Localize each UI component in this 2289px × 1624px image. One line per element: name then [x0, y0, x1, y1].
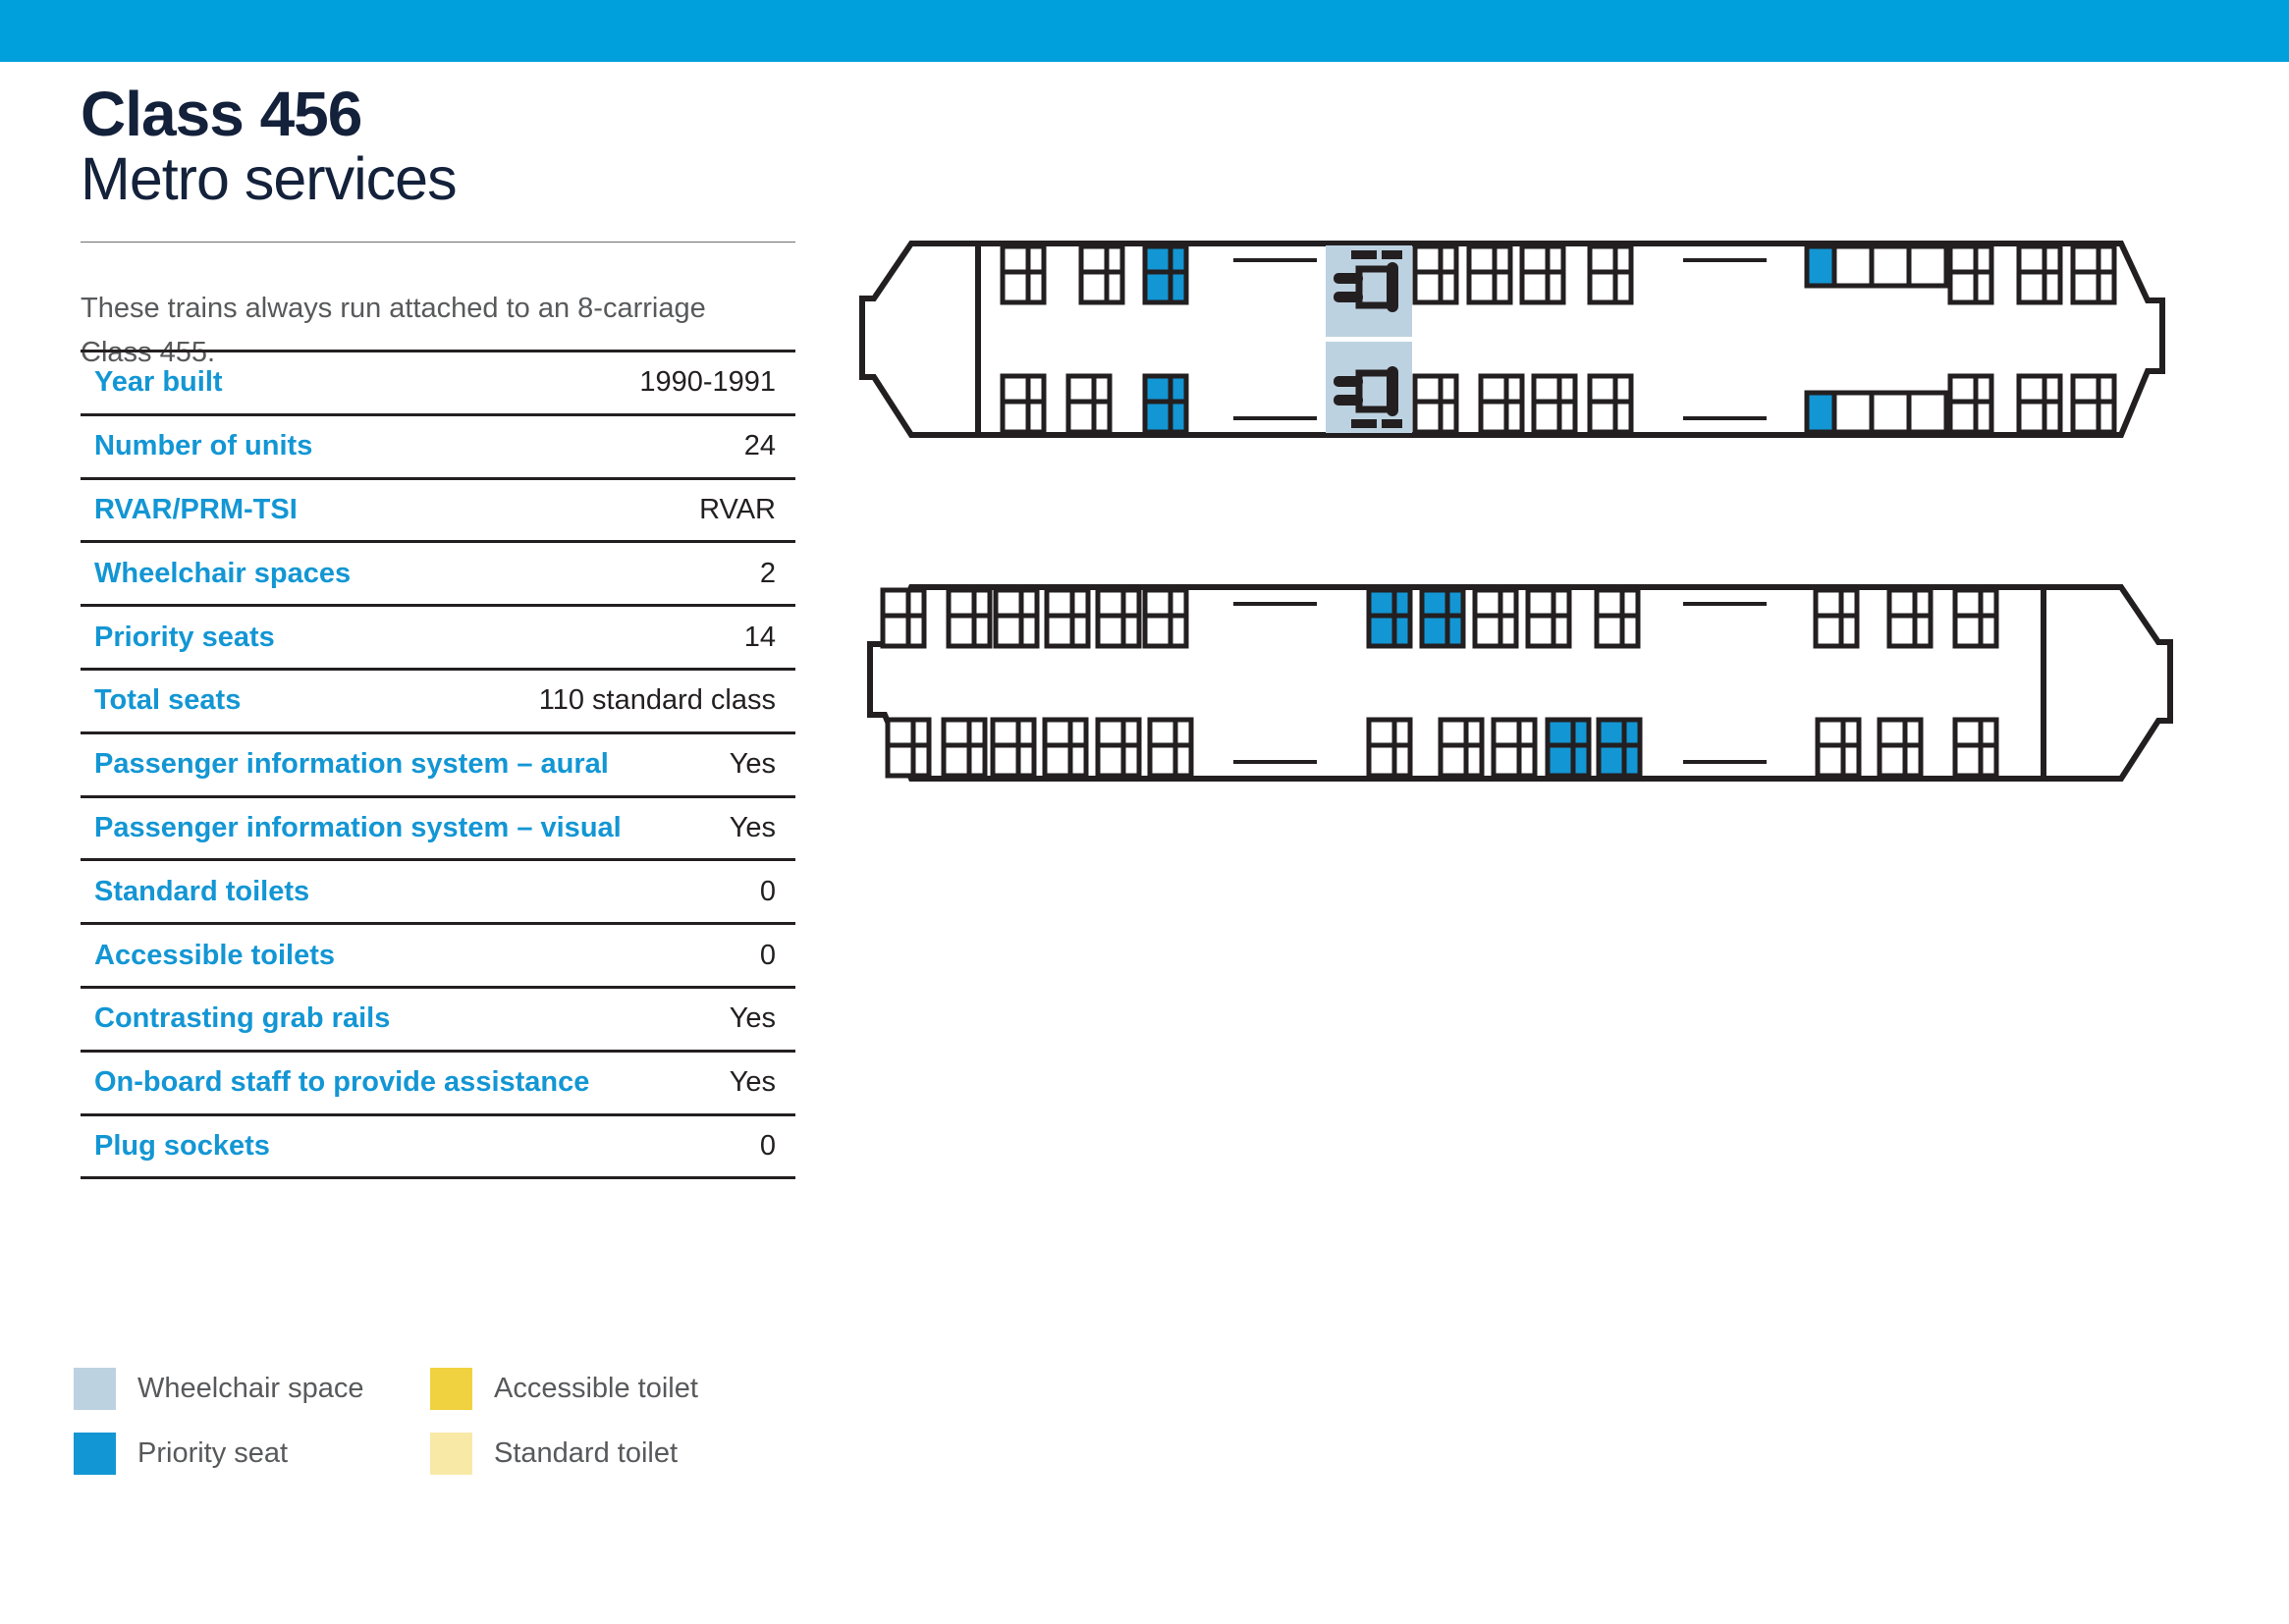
row-label: RVAR/PRM-TSI: [94, 493, 298, 525]
row-value: 14: [743, 621, 776, 653]
bench-priority-seat: [1804, 244, 1837, 289]
row-value: Yes: [729, 811, 776, 843]
table-row: Wheelchair spaces 2: [81, 543, 795, 608]
row-label: Number of units: [94, 430, 313, 462]
table-row: RVAR/PRM-TSI RVAR: [81, 480, 795, 544]
row-label: Total seats: [94, 684, 242, 717]
row-value: Yes: [729, 1066, 776, 1099]
row-label: Year built: [94, 366, 223, 399]
page-title-block: Class 456 Metro services: [81, 79, 458, 213]
title-divider: [81, 242, 795, 243]
train-diagram-carriage-1: [850, 234, 2182, 445]
bench-seat: [1831, 244, 1875, 289]
legend-swatch-accessible-toilet: [430, 1368, 472, 1410]
row-value: RVAR: [699, 493, 776, 525]
row-label: Passenger information system – aural: [94, 748, 609, 781]
page-subtitle: Metro services: [81, 145, 458, 213]
table-row: Year built 1990-1991: [81, 352, 795, 416]
table-row: Passenger information system – visual Ye…: [81, 798, 795, 862]
row-label: Plug sockets: [94, 1129, 270, 1162]
table-row: Priority seats 14: [81, 607, 795, 671]
table-row: Number of units 24: [81, 416, 795, 480]
row-label: Passenger information system – visual: [94, 811, 622, 843]
legend-label: Wheelchair space: [137, 1373, 364, 1404]
seat-legend: Wheelchair space Accessible toilet Prior…: [74, 1368, 843, 1475]
table-row: Accessible toilets 0: [81, 925, 795, 989]
legend-label: Priority seat: [137, 1437, 289, 1469]
row-value: 1990-1991: [639, 366, 776, 399]
legend-label: Accessible toilet: [494, 1373, 698, 1404]
header-accent-bar: [0, 0, 2289, 62]
row-value: 0: [759, 875, 776, 907]
legend-item: Standard toilet: [430, 1433, 843, 1475]
row-value: Yes: [729, 1002, 776, 1035]
bench-seat: [1906, 244, 1949, 289]
bench-seat: [1869, 390, 1912, 435]
table-row: Contrasting grab rails Yes: [81, 989, 795, 1053]
train-diagram-carriage-2: [850, 577, 2182, 788]
row-label: Accessible toilets: [94, 939, 335, 971]
bench-priority-seat: [1804, 390, 1837, 435]
row-value: 110 standard class: [538, 684, 776, 717]
row-label: Wheelchair spaces: [94, 557, 352, 589]
table-row: Standard toilets 0: [81, 861, 795, 926]
bench-seat: [1831, 390, 1875, 435]
row-value: 0: [759, 939, 776, 971]
table-row: Passenger information system – aural Yes: [81, 734, 795, 798]
row-label: On-board staff to provide assistance: [94, 1066, 590, 1099]
legend-swatch-standard-toilet: [430, 1433, 472, 1475]
row-label: Standard toilets: [94, 875, 310, 907]
carriage-outline: [867, 584, 2173, 782]
carriage-1-svg: [859, 241, 2165, 438]
bench-seat: [1869, 244, 1912, 289]
legend-item: Wheelchair space: [74, 1368, 430, 1410]
legend-swatch-priority-seat: [74, 1433, 116, 1475]
row-label: Contrasting grab rails: [94, 1002, 391, 1035]
carriage-2-svg: [867, 584, 2173, 782]
legend-swatch-wheelchair-space: [74, 1368, 116, 1410]
legend-item: Accessible toilet: [430, 1368, 843, 1410]
wheelchair-icon: [1334, 250, 1402, 312]
row-label: Priority seats: [94, 621, 275, 653]
row-value: 0: [759, 1129, 776, 1162]
page-title: Class 456: [81, 79, 362, 149]
legend-label: Standard toilet: [494, 1437, 679, 1469]
table-row: On-board staff to provide assistance Yes: [81, 1053, 795, 1116]
wheelchair-icon: [1334, 366, 1402, 428]
table-row: Plug sockets 0: [81, 1116, 795, 1180]
legend-item: Priority seat: [74, 1433, 430, 1475]
row-value: Yes: [729, 748, 776, 781]
table-row: Total seats 110 standard class: [81, 671, 795, 734]
bench-seat: [1906, 390, 1949, 435]
row-value: 24: [743, 430, 776, 462]
carriage-outline: [859, 241, 2165, 438]
spec-table: Year built 1990-1991 Number of units 24 …: [81, 350, 795, 1180]
row-value: 2: [759, 557, 776, 589]
